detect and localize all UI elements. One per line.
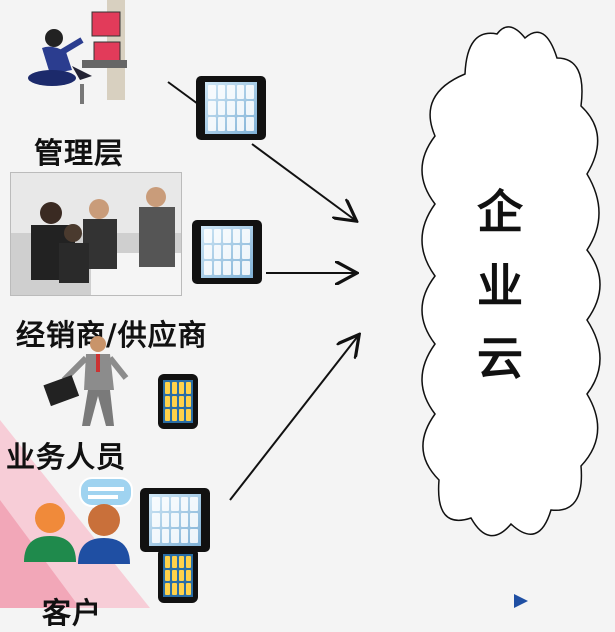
management-label: 管理层 bbox=[34, 136, 125, 170]
connection-arrows bbox=[167, 81, 615, 501]
sales-label: 业务人员 bbox=[6, 440, 127, 474]
tablet-icon bbox=[196, 76, 266, 140]
tablet-icon bbox=[192, 220, 262, 284]
customers-avatars-icon bbox=[24, 477, 133, 564]
cloud-label-line3: 云 bbox=[477, 331, 523, 385]
next-slide-arrow-icon[interactable] bbox=[512, 594, 532, 608]
cloud-label-line2: 业 bbox=[477, 259, 523, 313]
arrow-sales-customers bbox=[229, 336, 358, 501]
salesman-figure bbox=[43, 336, 129, 426]
dealers-meeting-photo bbox=[10, 172, 182, 296]
enterprise-cloud-shape bbox=[421, 26, 601, 537]
arrow-line-management bbox=[167, 81, 199, 105]
phone-icon bbox=[158, 548, 198, 603]
arrow-management bbox=[251, 143, 355, 220]
tablet-icon bbox=[140, 488, 210, 552]
dealers-label: 经销商/供应商 bbox=[16, 318, 208, 352]
phone-icon bbox=[158, 374, 198, 429]
cloud-label-line1: 企 bbox=[477, 185, 523, 239]
management-illustration bbox=[28, 0, 127, 104]
